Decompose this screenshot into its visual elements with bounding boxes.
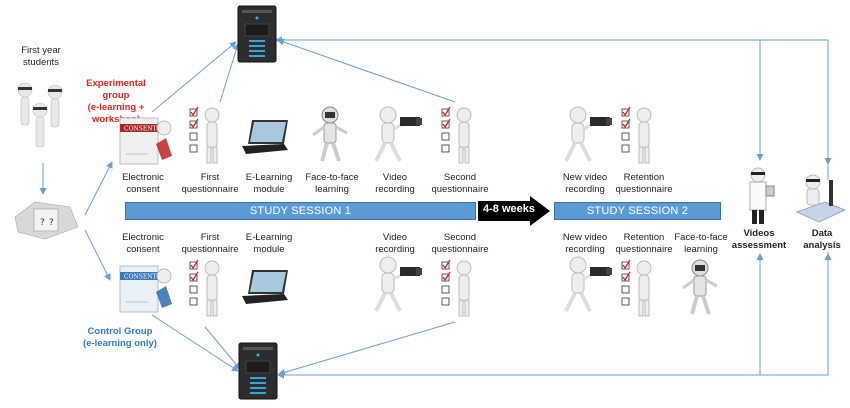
- arrow-questionnaire-to-server-bottom: [204, 326, 241, 370]
- arrow-to-experimental: [84, 161, 113, 216]
- exp-astronaut-figure-icon: [312, 106, 348, 162]
- arrow-second-q-to-server-top: [277, 38, 456, 103]
- arrow-questionnaire-to-server-top: [219, 43, 240, 103]
- doctor-figure-icon: [749, 167, 775, 224]
- arrow-second-q-to-server-bottom: [278, 321, 456, 376]
- server-top-icon: [237, 5, 277, 63]
- svg-text:?: ?: [49, 218, 54, 228]
- exp-first-questionnaire-icon: [189, 106, 220, 164]
- loop-top: [278, 39, 829, 180]
- ctl-astronaut-figure-icon: [682, 259, 718, 315]
- exp-new-video-camera-figure-icon: [564, 106, 612, 162]
- dice-box-icon: ? ?: [14, 201, 79, 240]
- ctl-consent-form-icon: CONSENT: [119, 265, 172, 313]
- arrow-to-control: [84, 229, 111, 281]
- exp-video-camera-figure-icon: [374, 106, 422, 162]
- study-session-1-bar: STUDY SESSION 1: [125, 202, 476, 220]
- control-group-label: Control Group (e-learning only): [83, 326, 157, 349]
- server-bottom-icon: [238, 342, 278, 400]
- experimental-group-label: Experimental group (e-learning + worksho…: [86, 78, 146, 125]
- ctl-first-questionnaire-icon: [189, 259, 220, 317]
- svg-text:?: ?: [40, 218, 45, 228]
- study-session-2-bar: STUDY SESSION 2: [554, 202, 721, 220]
- students-label: First year students: [21, 45, 61, 68]
- exp-second-questionnaire-icon: [441, 106, 472, 164]
- exp-laptop-icon: [242, 120, 288, 154]
- weeks-gap-label: 4-8 weeks: [483, 203, 535, 215]
- ctl-retention-questionnaire-icon: [621, 259, 652, 317]
- ctl-video-camera-figure-icon: [374, 256, 422, 312]
- svg-text:CONSENT: CONSENT: [124, 126, 157, 133]
- ctl-laptop-icon: [242, 270, 288, 304]
- computer-user-figure-icon: [795, 174, 847, 223]
- arrow-consent-to-server-top: [151, 41, 237, 113]
- exp-retention-questionnaire-icon: [621, 106, 652, 164]
- exp-consent-form-icon: CONSENT: [119, 117, 172, 165]
- ctl-second-questionnaire-icon: [441, 259, 472, 317]
- svg-text:CONSENT: CONSENT: [124, 274, 157, 281]
- loop-bottom: [278, 252, 829, 376]
- ctl-new-video-camera-figure-icon: [564, 256, 612, 312]
- weeks-arrow-icon: [478, 196, 550, 226]
- students-figures-icon: [17, 82, 63, 148]
- arrow-consent-to-server-bottom: [151, 314, 239, 372]
